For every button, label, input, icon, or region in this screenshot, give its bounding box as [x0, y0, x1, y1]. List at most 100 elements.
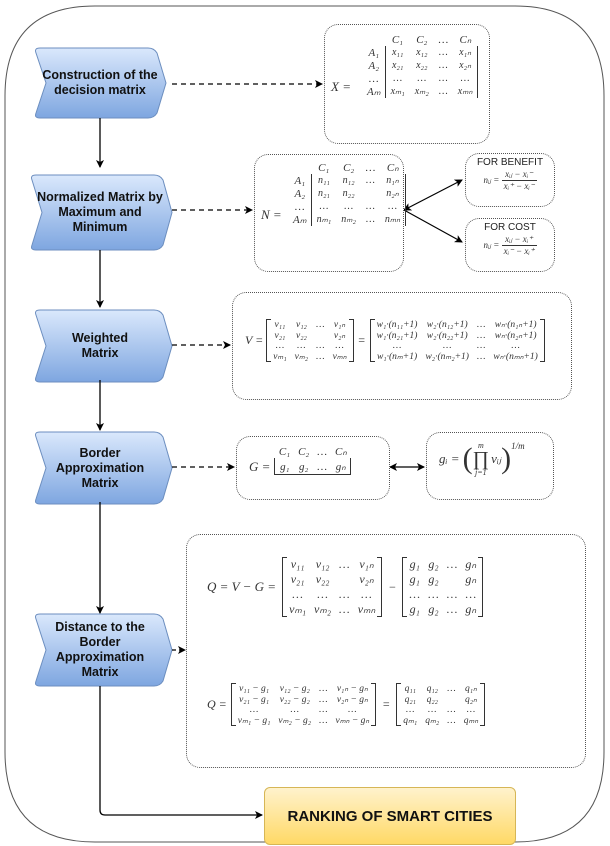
benefit-title: FOR BENEFIT	[476, 157, 544, 168]
matrix-cell: w₂·(n₁₂+1)	[426, 319, 468, 330]
column-header: Cₙ	[459, 34, 472, 46]
matrix-cell: n₂₂	[342, 188, 355, 199]
matrix-cell	[335, 572, 354, 587]
matrix-cell: q₂₂	[426, 694, 438, 705]
matrix-cell: v₁₁ − g₁	[239, 683, 270, 694]
matrix-cell: nₘ₁	[310, 213, 337, 226]
decision-lhs: X =	[331, 79, 351, 94]
matrix-cell: …	[466, 705, 476, 715]
matrix-cell: q₁₂	[426, 683, 438, 694]
matrix-cell: …	[465, 587, 477, 601]
matrix-cell: gₙ	[465, 602, 477, 616]
column-header: …	[365, 161, 376, 174]
matrix-cell: vₘ₂ − g₂	[278, 716, 312, 726]
row-header: Aₘ	[293, 214, 307, 226]
column-header: C₁	[318, 161, 330, 174]
matrix-cell: …	[384, 72, 410, 85]
benefit-formula-box: FOR BENEFIT nᵢⱼ = xᵢⱼ − xᵢ⁻xᵢ⁺ − xᵢ⁻	[465, 153, 555, 207]
matrix-cell: v₂ₙ	[333, 331, 346, 341]
matrix-cell: …	[316, 341, 325, 351]
matrix-cell: g₁	[409, 602, 420, 616]
row-header: …	[368, 72, 379, 85]
matrix-cell: gₙ	[465, 557, 477, 571]
benefit-numerator: xᵢⱼ − xᵢ⁻	[501, 169, 537, 181]
matrix-cell: v₁₂ − g₂	[279, 683, 310, 694]
matrix-cell: …	[392, 341, 402, 351]
row-header: …	[294, 200, 305, 213]
matrix-cell: vₘ₂	[314, 602, 332, 616]
matrix-cell: xₘₙ	[452, 85, 479, 98]
matrix-cell: …	[297, 341, 306, 351]
matrix-cell: g₂	[428, 602, 439, 616]
step-shape-normalized	[31, 174, 173, 251]
row-header: A₁	[368, 46, 380, 59]
matrix-cell: vₘ₁	[289, 602, 307, 616]
matrix-cell: …	[476, 351, 486, 362]
row-header: A₂	[294, 187, 306, 200]
matrix-cell: …	[476, 319, 486, 330]
matrix-cell: …	[409, 587, 421, 601]
matrix-cell: …	[446, 602, 458, 616]
matrix-cell: …	[447, 683, 456, 694]
matrix-cell: …	[319, 683, 328, 694]
matrix-cell: …	[438, 86, 448, 97]
matrix-cell: …	[249, 705, 259, 715]
matrix-cell: …	[317, 587, 328, 601]
step-construction: Construction of the decision matrix	[34, 48, 166, 118]
matrix-cell: …	[406, 705, 415, 715]
matrix-cell: …	[366, 201, 375, 212]
matrix-cell: vₘₙ	[332, 352, 347, 362]
cost-formula-box: FOR COST nᵢⱼ = xᵢⱼ − xᵢ⁺xᵢ⁻ − xᵢ⁺	[465, 218, 555, 272]
column-header: C₂	[343, 161, 355, 174]
row-header: Aₘ	[367, 86, 381, 98]
column-header: C₂	[298, 445, 310, 458]
matrix-cell: x₁₂	[416, 47, 428, 58]
column-header: C₁	[391, 33, 403, 46]
matrix-cell: g₂	[294, 458, 314, 475]
connector-5-final	[99, 686, 263, 819]
matrix-cell: wₙ·(n₂ₙ+1)	[494, 331, 537, 341]
matrix-cell: wₙ·(nₘₙ+1)	[493, 352, 538, 362]
matrix-cell: vₘ₂	[294, 352, 309, 362]
matrix-cell	[443, 572, 462, 587]
column-header: C₂	[416, 33, 428, 46]
matrix-cell: …	[313, 458, 332, 475]
cost-title: FOR COST	[484, 222, 536, 233]
weighted-eq: =	[357, 333, 366, 347]
matrix-cell: …	[438, 60, 448, 71]
matrix-cell: …	[428, 587, 439, 601]
cost-numerator: xᵢⱼ − xᵢ⁺	[501, 234, 537, 246]
distance-1-op: −	[388, 579, 397, 594]
border-lhs: G =	[249, 458, 271, 474]
matrix-cell: v₁ₙ − gₙ	[336, 684, 368, 694]
step-shape-construction	[35, 47, 167, 119]
matrix-cell: …	[319, 694, 328, 705]
matrix-cell: n₁ₙ	[379, 174, 407, 187]
matrix-cell: …	[447, 715, 456, 726]
matrix-cell: v₁ₙ	[359, 557, 374, 571]
matrix-cell: …	[361, 587, 372, 601]
distance-2-eq: =	[382, 697, 391, 711]
matrix-cell: …	[476, 341, 486, 351]
matrix-cell: …	[428, 705, 437, 715]
matrix-cell: …	[366, 214, 375, 225]
step-label: Weighted Matrix	[71, 331, 129, 360]
matrix-cell: …	[447, 705, 456, 715]
matrix-cell: wₙ·(n₁ₙ+1)	[494, 320, 537, 330]
matrix-cell: vₘₙ − gₙ	[335, 716, 370, 726]
matrix-cell: v₁ₙ	[333, 320, 346, 330]
matrix-cell: w₁·(n₂₁+1)	[376, 330, 418, 341]
matrix-cell: …	[319, 715, 328, 726]
matrix-cell: …	[316, 351, 325, 362]
matrix-cell: w₂·(nₘ₂+1)	[425, 352, 469, 362]
matrix-cell: nₘ₂	[341, 214, 357, 225]
matrix-cell: g₁	[409, 572, 420, 586]
matrix-cell: v₂₂ − g₂	[279, 694, 310, 705]
matrix-cell: …	[511, 341, 520, 351]
matrix-cell: gₙ	[331, 458, 352, 475]
matrix-cell: v₁₂	[295, 319, 307, 330]
